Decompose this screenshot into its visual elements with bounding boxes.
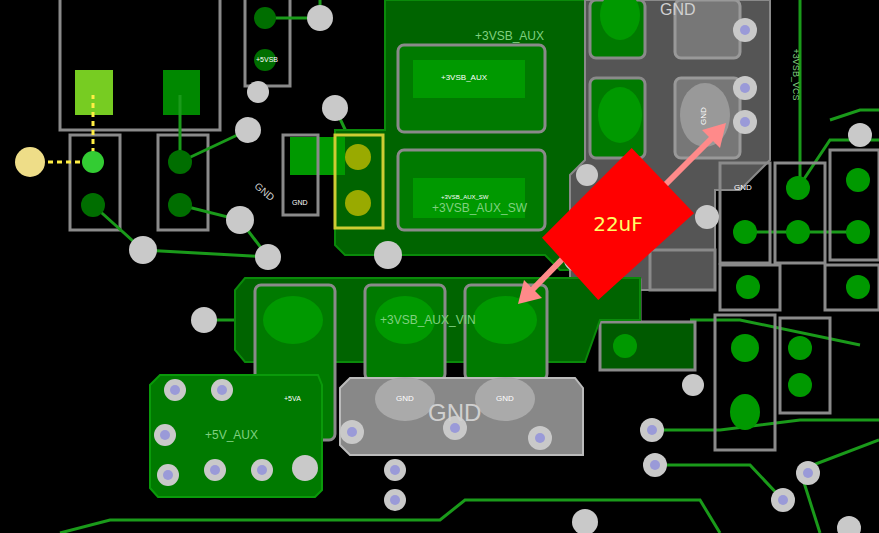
callout-diamond: 22uF [542, 148, 694, 300]
pad-net-label: GND [496, 395, 514, 403]
capacitor-value: 22uF [593, 212, 643, 236]
net-label: GND [252, 181, 275, 203]
pad-net-label: GND [700, 107, 708, 125]
net-label: GND [660, 2, 696, 18]
net-label: +5V_AUX [205, 429, 258, 441]
net-label: +3VSB_VCS [791, 49, 800, 101]
net-label: +3VSB_AUX [475, 30, 544, 42]
pad-net-label: +3VSB_AUX [441, 74, 487, 82]
pad-net-label: +5VA [284, 395, 301, 402]
net-label: +3VSB_AUX_VIN [380, 314, 476, 326]
pad-net-label: GND [396, 395, 414, 403]
net-label: GND [428, 401, 481, 425]
pad-net-label: +3VSB_AUX_SW [441, 194, 489, 200]
net-label: +3VSB_AUX_SW [432, 202, 527, 214]
pad-net-label: GND [292, 199, 308, 206]
pad-net-label: +5VSB [256, 56, 278, 63]
pad-net-label: GND [734, 184, 752, 192]
